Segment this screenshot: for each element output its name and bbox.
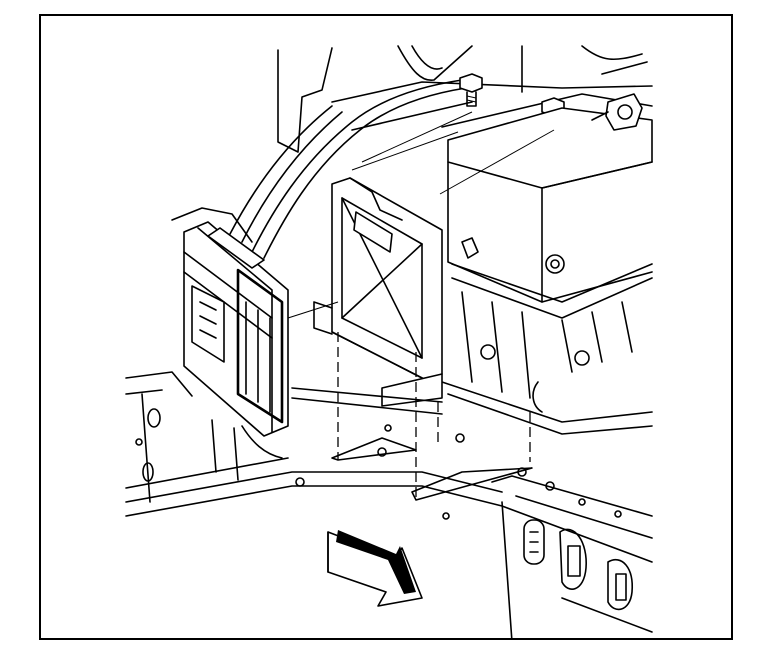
alignment-dashes (337, 332, 531, 500)
leader-lines (287, 111, 555, 319)
battery-module (447, 93, 653, 303)
diagram-frame (39, 14, 733, 640)
module-bracket (313, 177, 443, 407)
front-direction-arrow-icon (327, 530, 423, 607)
wiring-harness (229, 79, 467, 259)
floor-panel (125, 371, 653, 563)
side-rail (491, 475, 653, 638)
control-module (171, 207, 289, 437)
mounting-bolt-left (459, 73, 483, 107)
battery-tray (441, 263, 653, 435)
service-illustration (125, 45, 653, 638)
